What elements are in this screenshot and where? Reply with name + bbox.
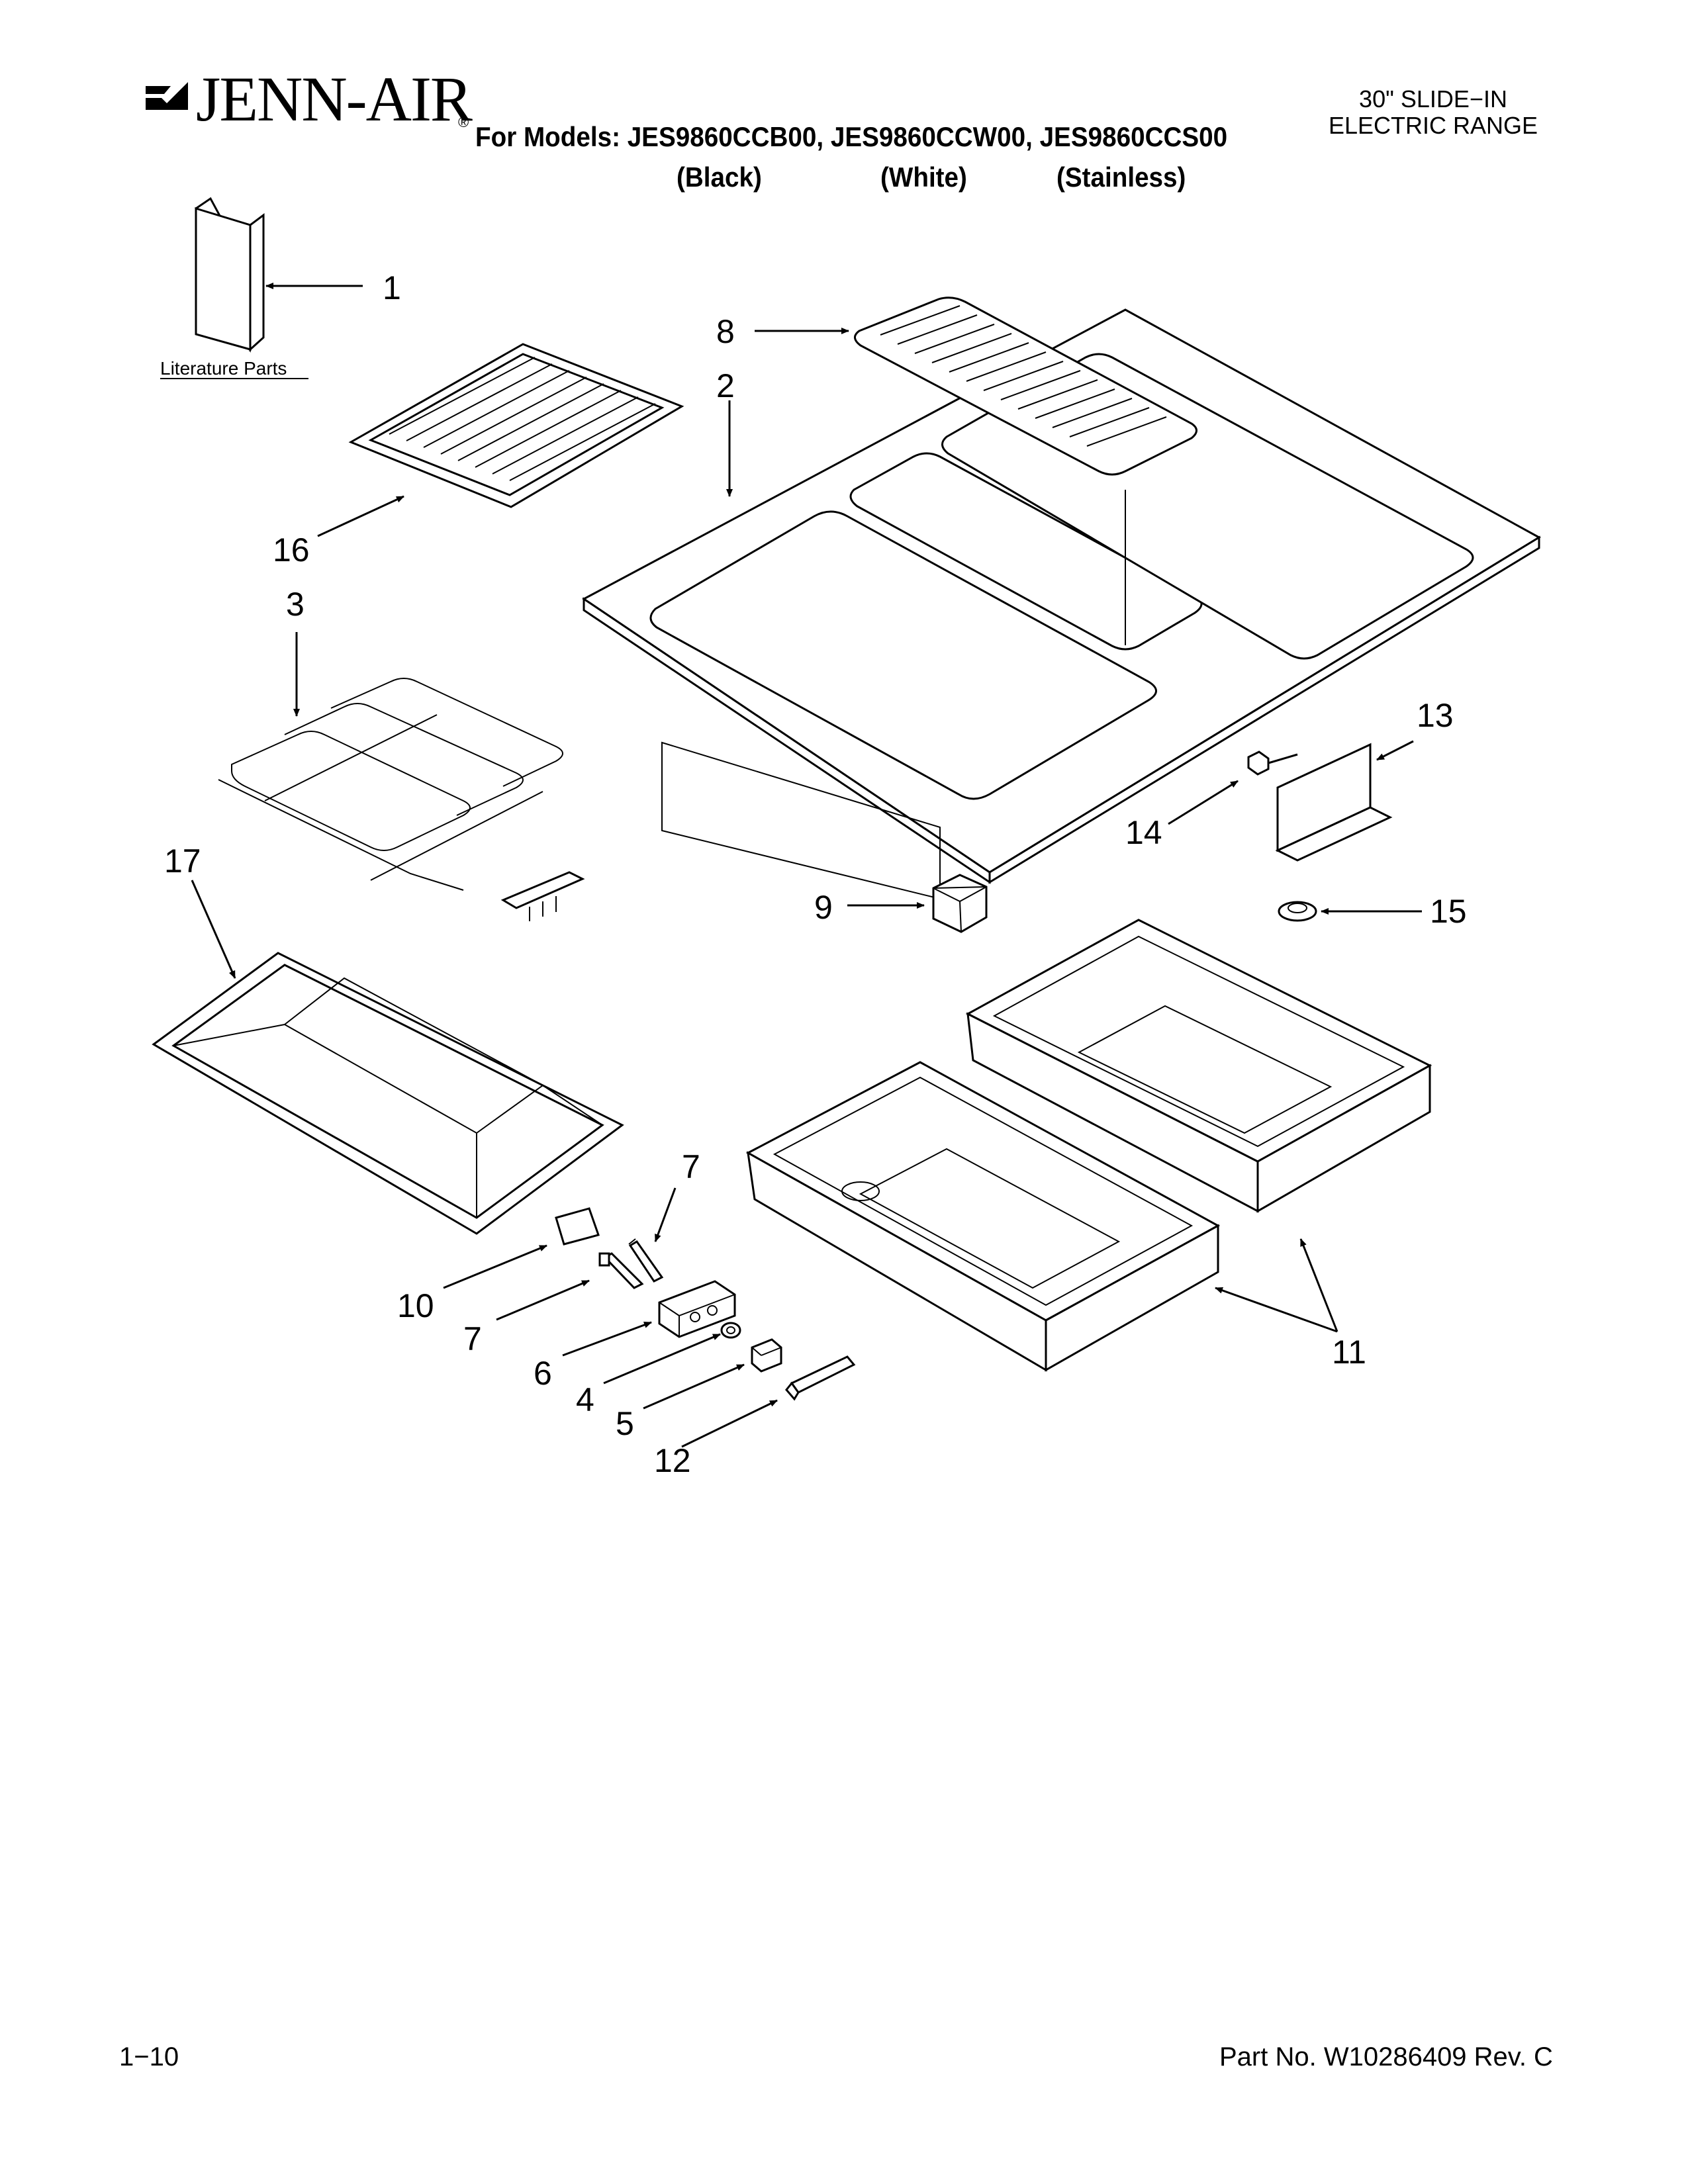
cooktop-panel-icon: [582, 308, 1541, 900]
plate-icon: [555, 1207, 600, 1246]
models-line: For Models: JES9860CCB00, JES9860CCW00, …: [475, 121, 1228, 152]
callout-7-upper: 7: [682, 1148, 700, 1185]
page-number: 1−10: [119, 2042, 179, 2071]
vent-grille-icon: [854, 296, 1197, 476]
terminal-icon: [628, 1238, 664, 1283]
callout-7-lower: 7: [463, 1320, 482, 1357]
burner-box-icon: [745, 1061, 1221, 1372]
callout-9: 9: [814, 889, 833, 926]
brand-name: JENN-AIR: [196, 64, 473, 134]
callout-6: 6: [534, 1355, 552, 1392]
callout-11: 11: [1332, 1334, 1366, 1371]
callout-12: 12: [654, 1442, 691, 1479]
plug-button-icon: [1278, 901, 1317, 922]
callout-10: 10: [397, 1287, 434, 1324]
grill-grate-icon: [348, 343, 684, 508]
jenn-air-mark-icon: [146, 82, 188, 110]
product-type-line1: 30" SLIDE−IN: [1359, 85, 1507, 113]
bracket-icon: [1275, 743, 1393, 862]
callout-15: 15: [1430, 893, 1467, 930]
bumper-icon: [932, 874, 988, 933]
terminal-block-icon: [658, 1280, 736, 1338]
callout-16: 16: [273, 531, 310, 569]
finish-stainless: (Stainless): [1056, 161, 1186, 193]
clip-icon: [751, 1338, 782, 1373]
terminal-icon: [598, 1252, 644, 1289]
grease-pan-icon: [152, 952, 624, 1235]
callout-8: 8: [716, 313, 735, 350]
callout-13: 13: [1417, 697, 1454, 734]
heating-element-icon: [218, 678, 585, 921]
finish-black: (Black): [677, 161, 762, 193]
finish-white: (White): [880, 161, 967, 193]
callout-2: 2: [716, 367, 735, 404]
screw-icon: [1247, 751, 1298, 776]
callout-14: 14: [1125, 814, 1162, 851]
leader-lines: [191, 283, 1422, 1448]
callout-1: 1: [383, 269, 401, 306]
registered-mark: ®: [458, 114, 469, 130]
brand-logo: JENN-AIR ®: [144, 64, 475, 144]
literature-booklet-icon: [195, 197, 265, 353]
part-number: Part No. W10286409 Rev. C: [1219, 2042, 1553, 2071]
bracket-icon: [785, 1355, 856, 1401]
product-type-line2: ELECTRIC RANGE: [1328, 112, 1538, 140]
callout-17: 17: [164, 842, 201, 880]
callout-3: 3: [286, 586, 305, 623]
literature-parts-label: Literature Parts: [160, 358, 287, 379]
burner-box-icon: [965, 919, 1432, 1213]
callout-4: 4: [576, 1381, 594, 1418]
product-type: 30" SLIDE−IN ELECTRIC RANGE: [1278, 85, 1589, 140]
callout-5: 5: [616, 1405, 634, 1442]
nut-icon: [720, 1322, 741, 1339]
